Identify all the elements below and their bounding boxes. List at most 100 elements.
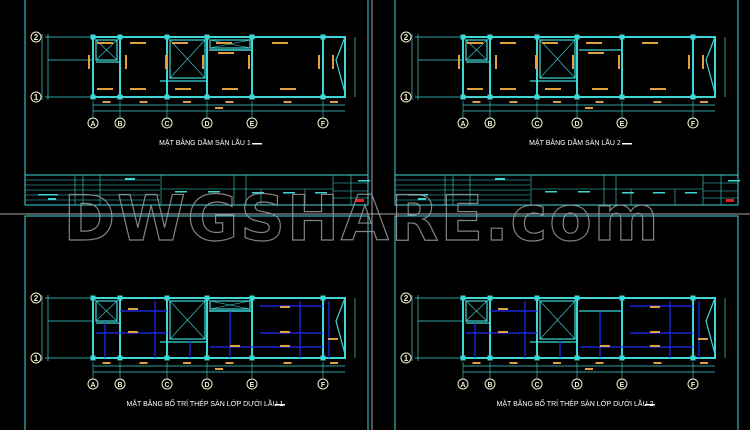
- title-block-text: [252, 192, 264, 194]
- grid-column-label: B: [117, 121, 122, 128]
- beam-label: [216, 42, 232, 44]
- grid-row-label: 2: [34, 294, 39, 303]
- opening: [95, 300, 118, 322]
- opening-cross: [95, 39, 118, 61]
- column: [487, 94, 493, 100]
- floor-outline: [462, 297, 716, 359]
- dimension-text: [595, 101, 604, 103]
- beam-label: [222, 88, 238, 90]
- beam-label: [500, 88, 516, 90]
- opening-cross: [539, 300, 576, 340]
- grid-column-label: C: [534, 382, 539, 389]
- title-block-text: [653, 192, 665, 194]
- grid-column-bubble: [571, 378, 583, 390]
- grid-row-bubble: [30, 292, 42, 304]
- opening-cross: [209, 300, 251, 310]
- sheet-frame: [24, 215, 369, 430]
- grid-column-bubble: [317, 117, 329, 129]
- drawing-title: MẶT BẰNG BỐ TRÍ THÉP SÀN LỚP DƯỚI LẦU 2: [497, 398, 654, 408]
- beam-label: [588, 52, 604, 54]
- column: [164, 94, 170, 100]
- grid-column-bubble: [616, 378, 628, 390]
- title-block-text: [408, 194, 428, 196]
- title-block-text: [125, 178, 135, 180]
- grid-column-bubble: [246, 117, 258, 129]
- grid-column-bubble: [616, 117, 628, 129]
- dimension-text: [509, 101, 518, 103]
- sheet-number: [726, 199, 734, 202]
- column: [204, 94, 210, 100]
- grid-row-label: 1: [404, 93, 409, 102]
- column: [117, 295, 123, 301]
- beam-label: [467, 42, 483, 44]
- grid-row-label: 1: [34, 93, 39, 102]
- opening-cross: [169, 39, 206, 79]
- grid-column-bubble: [87, 378, 99, 390]
- beam-label: [586, 42, 602, 44]
- dimension-text: [653, 362, 662, 364]
- beam-label: [458, 55, 460, 69]
- beam-label: [88, 55, 90, 69]
- title-block-text: [315, 192, 327, 194]
- beam-label: [318, 55, 320, 69]
- dimension-text: [283, 101, 292, 103]
- beam-label: [332, 55, 334, 69]
- grid-column-label: B: [487, 121, 492, 128]
- rebar-label: [128, 308, 138, 310]
- beam-label: [218, 52, 234, 54]
- beam-label: [130, 88, 146, 90]
- column: [460, 355, 466, 361]
- opening-cross: [465, 300, 488, 322]
- grid-row-bubble: [30, 31, 42, 43]
- grid-column-bubble: [161, 117, 173, 129]
- beam-label: [202, 55, 204, 69]
- column: [534, 355, 540, 361]
- column: [574, 295, 580, 301]
- beam-label: [172, 42, 188, 44]
- column: [90, 34, 96, 40]
- rebar-label: [650, 331, 660, 333]
- drawing-title: MẶT BẰNG BỐ TRÍ THÉP SÀN LỚP DƯỚI LẦU 1: [127, 398, 284, 408]
- column: [534, 34, 540, 40]
- beam-label: [650, 88, 666, 90]
- scale-note: [275, 404, 285, 406]
- column: [487, 355, 493, 361]
- column: [204, 295, 210, 301]
- grid-row-bubble: [400, 31, 412, 43]
- grid-row-bubble: [400, 352, 412, 364]
- title-block: [24, 174, 370, 206]
- beam-label: [535, 55, 537, 69]
- dimension-text: [139, 362, 148, 364]
- scale-note: [645, 404, 655, 406]
- rebar-label: [698, 338, 708, 340]
- dimension-text: [330, 101, 338, 103]
- title-block-text: [283, 192, 295, 194]
- rebar-label: [128, 331, 138, 333]
- grid-row-label: 1: [404, 354, 409, 363]
- opening-cross: [169, 300, 206, 340]
- column: [117, 355, 123, 361]
- opening: [465, 39, 488, 61]
- drawing-title: MẶT BẰNG DẦM SÀN LẦU 2: [529, 137, 621, 147]
- dimension-text: [215, 368, 223, 370]
- column: [534, 295, 540, 301]
- grid-column-bubble: [484, 117, 496, 129]
- opening: [465, 300, 488, 322]
- beam-label: [688, 55, 690, 69]
- dimension-text: [553, 101, 561, 103]
- scale-note: [622, 143, 632, 145]
- column: [574, 355, 580, 361]
- grid-column-bubble: [317, 378, 329, 390]
- title-block-text: [38, 194, 58, 196]
- title-block: [394, 174, 740, 206]
- sheet-number: [356, 199, 364, 202]
- beam-label: [642, 42, 658, 44]
- dimension-text: [183, 101, 191, 103]
- title-block-text: [208, 191, 220, 193]
- opening-cross: [539, 39, 576, 79]
- dimension-text: [330, 362, 338, 364]
